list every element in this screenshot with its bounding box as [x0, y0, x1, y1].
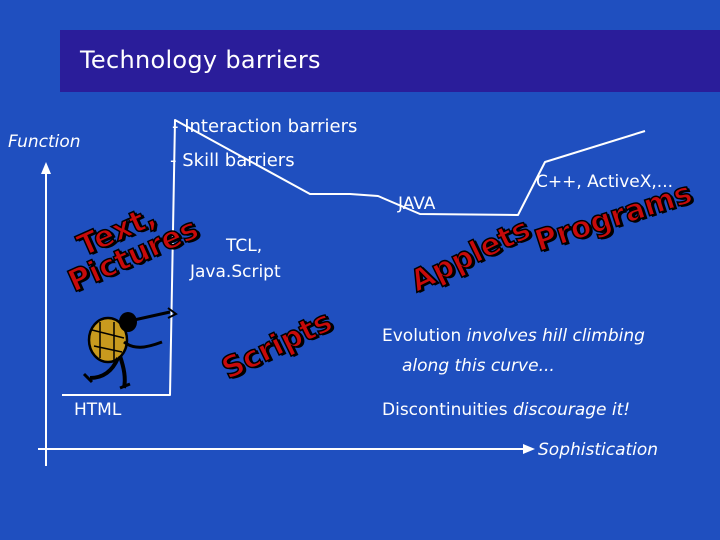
note-evolution-line2-text: along this curve... — [402, 356, 555, 376]
title-bar: Technology barriers — [60, 30, 720, 92]
bullet-interaction-barriers: - Interaction barriers — [172, 116, 358, 137]
stage-javascript-label: Java.Script — [190, 262, 281, 282]
x-axis-label: Sophistication — [538, 440, 659, 460]
x-axis-arrow — [523, 444, 535, 454]
note-discontinuities-rest: discourage it! — [512, 400, 631, 420]
note-evolution-bold: Evolution — [382, 326, 462, 346]
note-discontinuities: Discontinuities discourage it! — [382, 400, 630, 420]
note-discontinuities-bold: Discontinuities — [382, 400, 508, 420]
climber-figure — [82, 307, 178, 390]
y-axis-arrow — [41, 162, 51, 174]
stage-html-label: HTML — [74, 400, 122, 420]
slide-title: Technology barriers — [80, 46, 321, 74]
sophistication-curve — [62, 119, 646, 396]
note-evolution: Evolution involves hill climbing — [382, 326, 645, 346]
note-evolution-line2: along this curve... — [402, 356, 555, 376]
note-evolution-rest: involves hill climbing — [466, 326, 645, 346]
stage-java-label: JAVA — [398, 194, 436, 214]
y-axis-label: Function — [8, 132, 81, 152]
bullet-skill-barriers: - Skill barriers — [170, 150, 295, 171]
stage-cpp-label: C++, ActiveX,... — [536, 172, 674, 192]
stage-tcl-label: TCL, — [226, 236, 263, 256]
